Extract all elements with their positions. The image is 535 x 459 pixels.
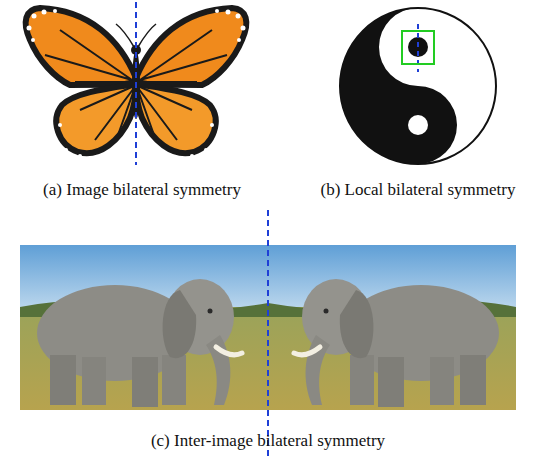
figure-caption: (a) Image bilateral symmetry	[43, 180, 241, 200]
symmetry-axis	[135, 2, 137, 165]
yin-yang-image	[340, 8, 496, 164]
figure-caption: (b) Local bilateral symmetry	[321, 180, 516, 200]
symmetry-axis	[267, 210, 269, 459]
local-region-box	[402, 31, 434, 64]
figure-caption: (c) Inter-image bilateral symmetry	[151, 431, 385, 451]
